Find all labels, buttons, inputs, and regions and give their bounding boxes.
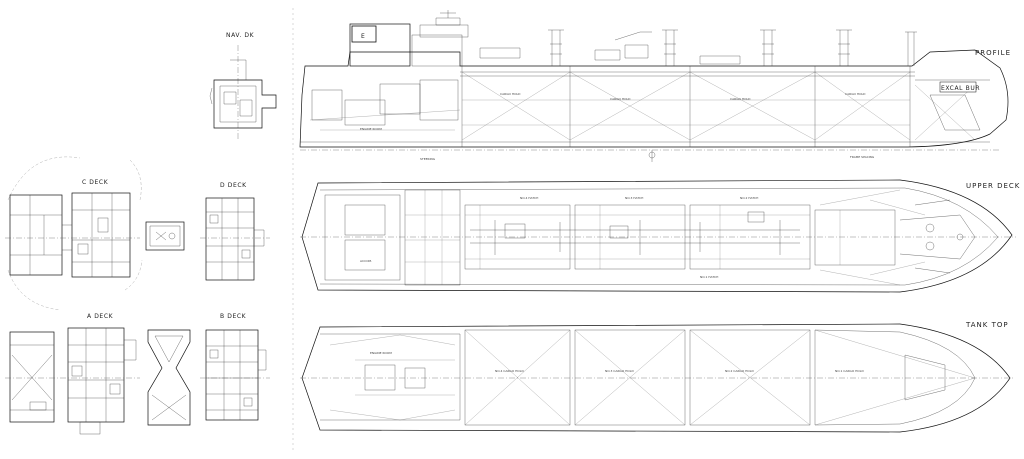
- svg-text:ACCOM.: ACCOM.: [360, 259, 372, 263]
- svg-text:NO.1 CARGO HOLD: NO.1 CARGO HOLD: [835, 369, 864, 373]
- svg-text:CARGO HOLD: CARGO HOLD: [610, 97, 631, 101]
- d-deck-plan: [200, 197, 270, 281]
- profile-view: E EXCAL BUR CARGO HOLD CARGO HOLD CARGO H…: [299, 10, 1009, 162]
- a-deck-title: A DECK: [87, 313, 114, 320]
- svg-text:NO.4 HATCH: NO.4 HATCH: [520, 196, 538, 200]
- svg-text:CARGO HOLD: CARGO HOLD: [845, 92, 866, 96]
- upper-deck-plan: NO.4 HATCH NO.3 HATCH NO.2 HATCH NO.1 HATC…: [300, 179, 1016, 293]
- tank-top-plan: NO.4 CARGO HOLD NO.3 CARGO HOLD NO.2 CARG…: [300, 323, 1014, 433]
- b-deck-title: B DECK: [220, 313, 247, 320]
- bow-tag: EXCAL BUR: [941, 85, 980, 92]
- svg-text:NO.1 HATCH: NO.1 HATCH: [700, 275, 718, 279]
- svg-text:CARGO HOLD: CARGO HOLD: [730, 97, 751, 101]
- wheelhouse-detail: [145, 221, 185, 251]
- svg-text:CARGO HOLD: CARGO HOLD: [500, 92, 521, 96]
- tank-top-title: TANK TOP: [965, 321, 1009, 329]
- c-deck-plan: [5, 156, 143, 311]
- b-deck-plan: [200, 329, 270, 421]
- svg-text:NO.2 HATCH: NO.2 HATCH: [740, 196, 758, 200]
- svg-text:NO.3 HATCH: NO.3 HATCH: [625, 196, 643, 200]
- svg-text:FRAME SPACING: FRAME SPACING: [850, 155, 875, 159]
- svg-text:NO.4 CARGO HOLD: NO.4 CARGO HOLD: [495, 369, 524, 373]
- svg-text:ENGINE ROOM: ENGINE ROOM: [370, 351, 392, 355]
- d-deck-title: D DECK: [220, 182, 247, 189]
- funnel-mark: E: [361, 33, 365, 40]
- c-deck-title: C DECK: [82, 179, 109, 186]
- svg-text:ENGINE ROOM: ENGINE ROOM: [360, 127, 382, 131]
- svg-text:NO.3 CARGO HOLD: NO.3 CARGO HOLD: [605, 369, 634, 373]
- svg-text:NO.2 CARGO HOLD: NO.2 CARGO HOLD: [725, 369, 754, 373]
- nav-deck-plan: [209, 45, 277, 140]
- upper-deck-title: UPPER DECK: [966, 182, 1020, 190]
- profile-title: PROFILE: [975, 49, 1011, 57]
- svg-text:STEERING: STEERING: [420, 157, 436, 161]
- section-detail: [147, 329, 191, 426]
- a-deck-plan: [5, 327, 140, 435]
- nav-deck-title: NAV. DK: [226, 32, 255, 39]
